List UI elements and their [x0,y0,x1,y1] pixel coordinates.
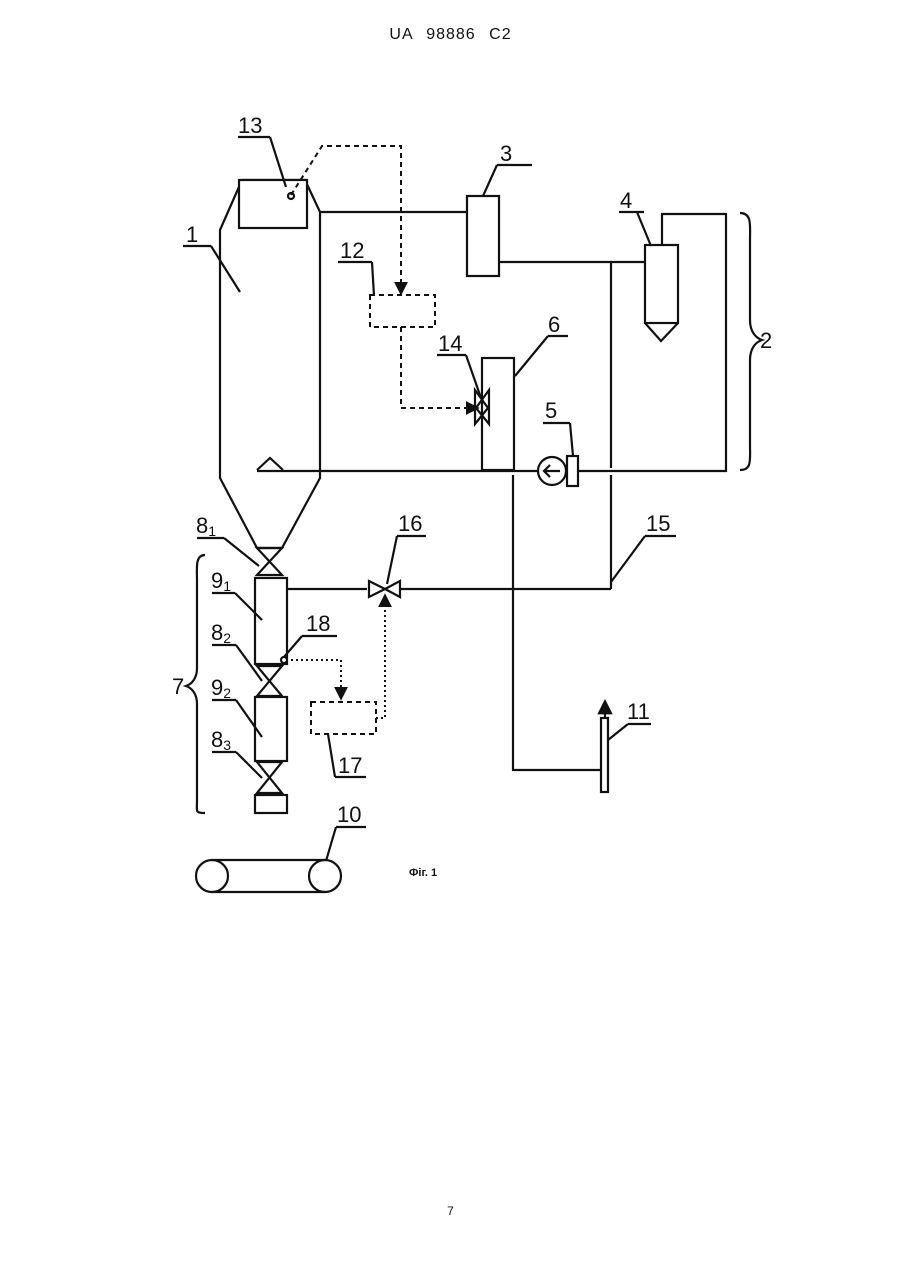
figure-caption: Фіг. 1 [409,867,437,879]
label-1: 1 [186,222,198,247]
label-12: 12 [340,238,364,263]
unit-4 [645,245,678,323]
conveyor-10 [196,860,341,892]
gate-8-1 [257,548,282,575]
label-9-2: 92 [211,675,231,701]
unit-6 [482,358,514,470]
page-number: 7 [0,1204,901,1218]
label-8-3: 83 [211,727,231,753]
label-8-1: 81 [196,513,216,539]
label-3: 3 [500,141,512,166]
label-17: 17 [338,753,362,778]
label-13: 13 [238,113,262,138]
brace-7 [186,555,205,813]
label-14: 14 [438,331,462,356]
label-5: 5 [545,398,557,423]
outlet [255,795,287,813]
fan-5-motor [567,456,578,486]
label-10: 10 [337,802,361,827]
bin-9-2 [255,697,287,761]
label-6: 6 [548,312,560,337]
valve-16 [369,581,400,597]
unit-3 [467,196,499,276]
unit-4-cone [645,323,678,341]
brace-2 [740,213,762,470]
controller-17 [311,702,376,734]
label-15: 15 [646,511,670,536]
label-9-1: 91 [211,568,231,594]
label-11: 11 [627,699,650,724]
label-2: 2 [760,328,772,353]
piping [287,196,726,792]
inner-deflector [257,458,283,470]
bin-9-1 [255,578,287,664]
controller-12 [370,295,435,327]
control-lines [286,146,489,734]
stack-11 [601,718,608,792]
label-18: 18 [306,611,330,636]
label-7: 7 [172,674,184,699]
feeder-7 [255,548,287,813]
label-16: 16 [398,511,422,536]
label-8-2: 82 [211,620,231,646]
label-4: 4 [620,188,632,213]
